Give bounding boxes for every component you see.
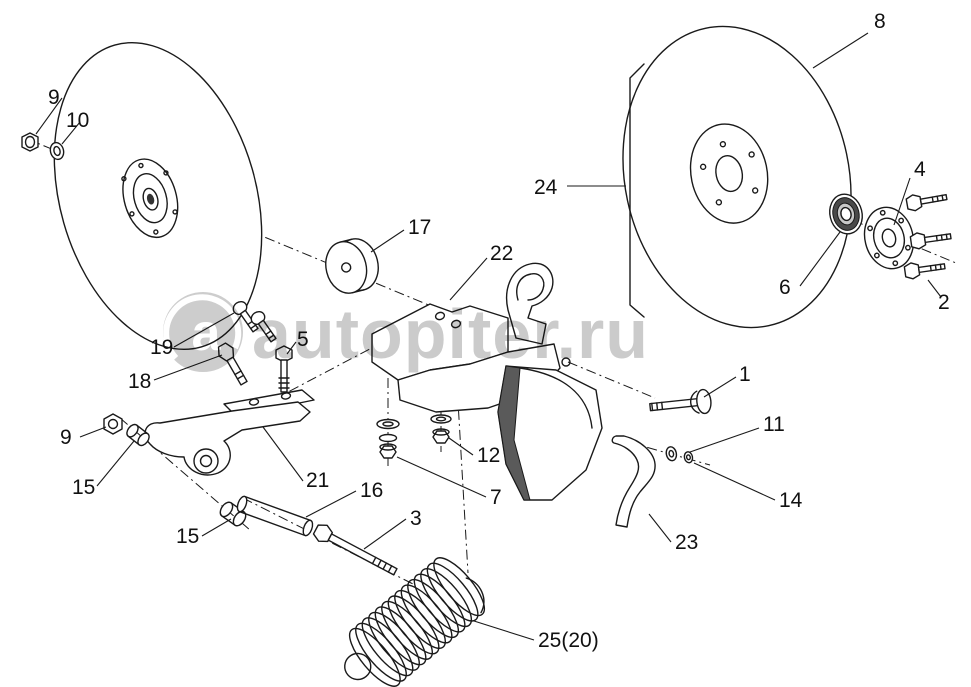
- right-disc: [622, 25, 852, 329]
- spring-25: [344, 557, 486, 687]
- hub-4: [863, 206, 915, 270]
- leader-lines: [35, 32, 942, 641]
- washer-stack-12: [430, 414, 452, 444]
- part-label-9-bot: 9: [60, 426, 72, 449]
- part-label-5: 5: [297, 328, 309, 351]
- part-label-8: 8: [874, 10, 886, 33]
- part-label-22: 22: [490, 242, 513, 265]
- carriage-bolts-19: [232, 300, 277, 343]
- dimension-bracket-24: [629, 63, 645, 318]
- hook-22: [506, 262, 554, 345]
- part-label-15-b: 15: [176, 525, 199, 548]
- part-label-7: 7: [490, 486, 502, 509]
- bolt-5: [275, 345, 293, 393]
- bushing-15a: [126, 423, 150, 447]
- bolt-3: [312, 524, 398, 576]
- right-disc-hub: [689, 123, 769, 224]
- washers-11-14: [665, 446, 694, 464]
- part-label-15-a: 15: [72, 476, 95, 499]
- part-label-4: 4: [914, 158, 926, 181]
- part-label-21: 21: [306, 469, 329, 492]
- part-label-9-top: 9: [48, 86, 60, 109]
- part-label-16: 16: [360, 479, 383, 502]
- part-label-11: 11: [763, 413, 785, 436]
- watermark-logo: a: [163, 292, 243, 372]
- left-disc-hub: [121, 158, 179, 239]
- part-label-17: 17: [408, 216, 431, 239]
- bolt-1: [649, 388, 712, 415]
- bolts-2: [903, 193, 952, 280]
- part-label-3: 3: [410, 507, 422, 530]
- part-label-1: 1: [739, 363, 751, 386]
- left-disc: [53, 41, 263, 351]
- part-label-14: 14: [779, 489, 803, 512]
- nut-9-top: [21, 132, 39, 152]
- part-label-2: 2: [938, 291, 950, 314]
- nut-9-bottom: [103, 413, 123, 435]
- part-label-10: 10: [66, 109, 89, 132]
- bearing-6: [829, 193, 863, 235]
- washer-stack-7: [376, 418, 400, 459]
- part-label-6: 6: [779, 276, 791, 299]
- watermark: a autopiter.ru: [163, 292, 649, 373]
- part-label-25-20: 25(20): [538, 629, 599, 652]
- watermark-logo-letter: a: [192, 304, 222, 362]
- watermark-text: autopiter.ru: [252, 295, 649, 373]
- part-label-12: 12: [477, 444, 500, 467]
- guard-shield: [497, 365, 603, 501]
- part-label-23: 23: [675, 531, 698, 554]
- lever-23: [611, 435, 656, 528]
- part-label-24: 24: [534, 176, 558, 199]
- arm-21: [144, 401, 311, 476]
- disc-17: [325, 238, 379, 294]
- part-labels: 9 10 8 24 4 17 22 6 2 19 18 5 1 9 11 12 …: [48, 10, 950, 652]
- pin-16: [236, 495, 314, 537]
- washer-10: [49, 141, 65, 161]
- part-label-18: 18: [128, 370, 151, 393]
